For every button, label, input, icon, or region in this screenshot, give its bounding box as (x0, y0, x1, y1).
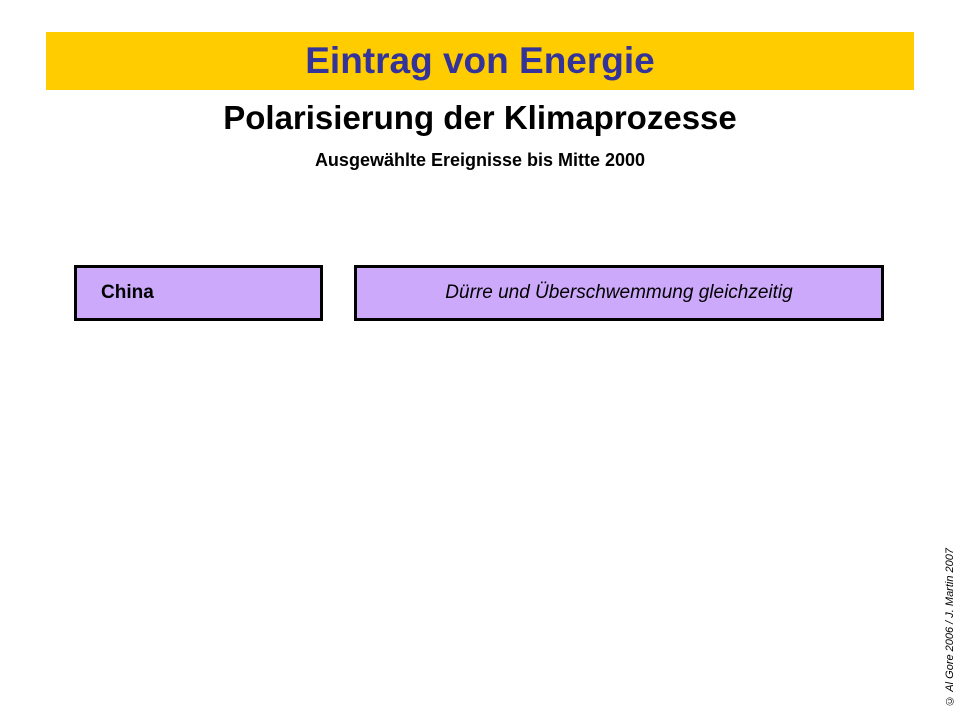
page-title: Eintrag von Energie (305, 40, 655, 81)
copyright-container: © Al Gore 2006 / J. Martin 2007 (940, 486, 960, 706)
copyright-notice: © Al Gore 2006 / J. Martin 2007 (944, 547, 956, 706)
event-box-label: Dürre und Überschwemmung gleichzeitig (445, 282, 793, 303)
country-box: China (74, 265, 323, 321)
country-box-label: China (101, 282, 154, 303)
subtitle-caption: Ausgewählte Ereignisse bis Mitte 2000 (314, 150, 646, 170)
title-banner: Eintrag von Energie (46, 32, 914, 90)
subtitle-heading: Polarisierung der Klimaprozesse (223, 99, 737, 136)
event-box: Dürre und Überschwemmung gleichzeitig (354, 265, 884, 321)
